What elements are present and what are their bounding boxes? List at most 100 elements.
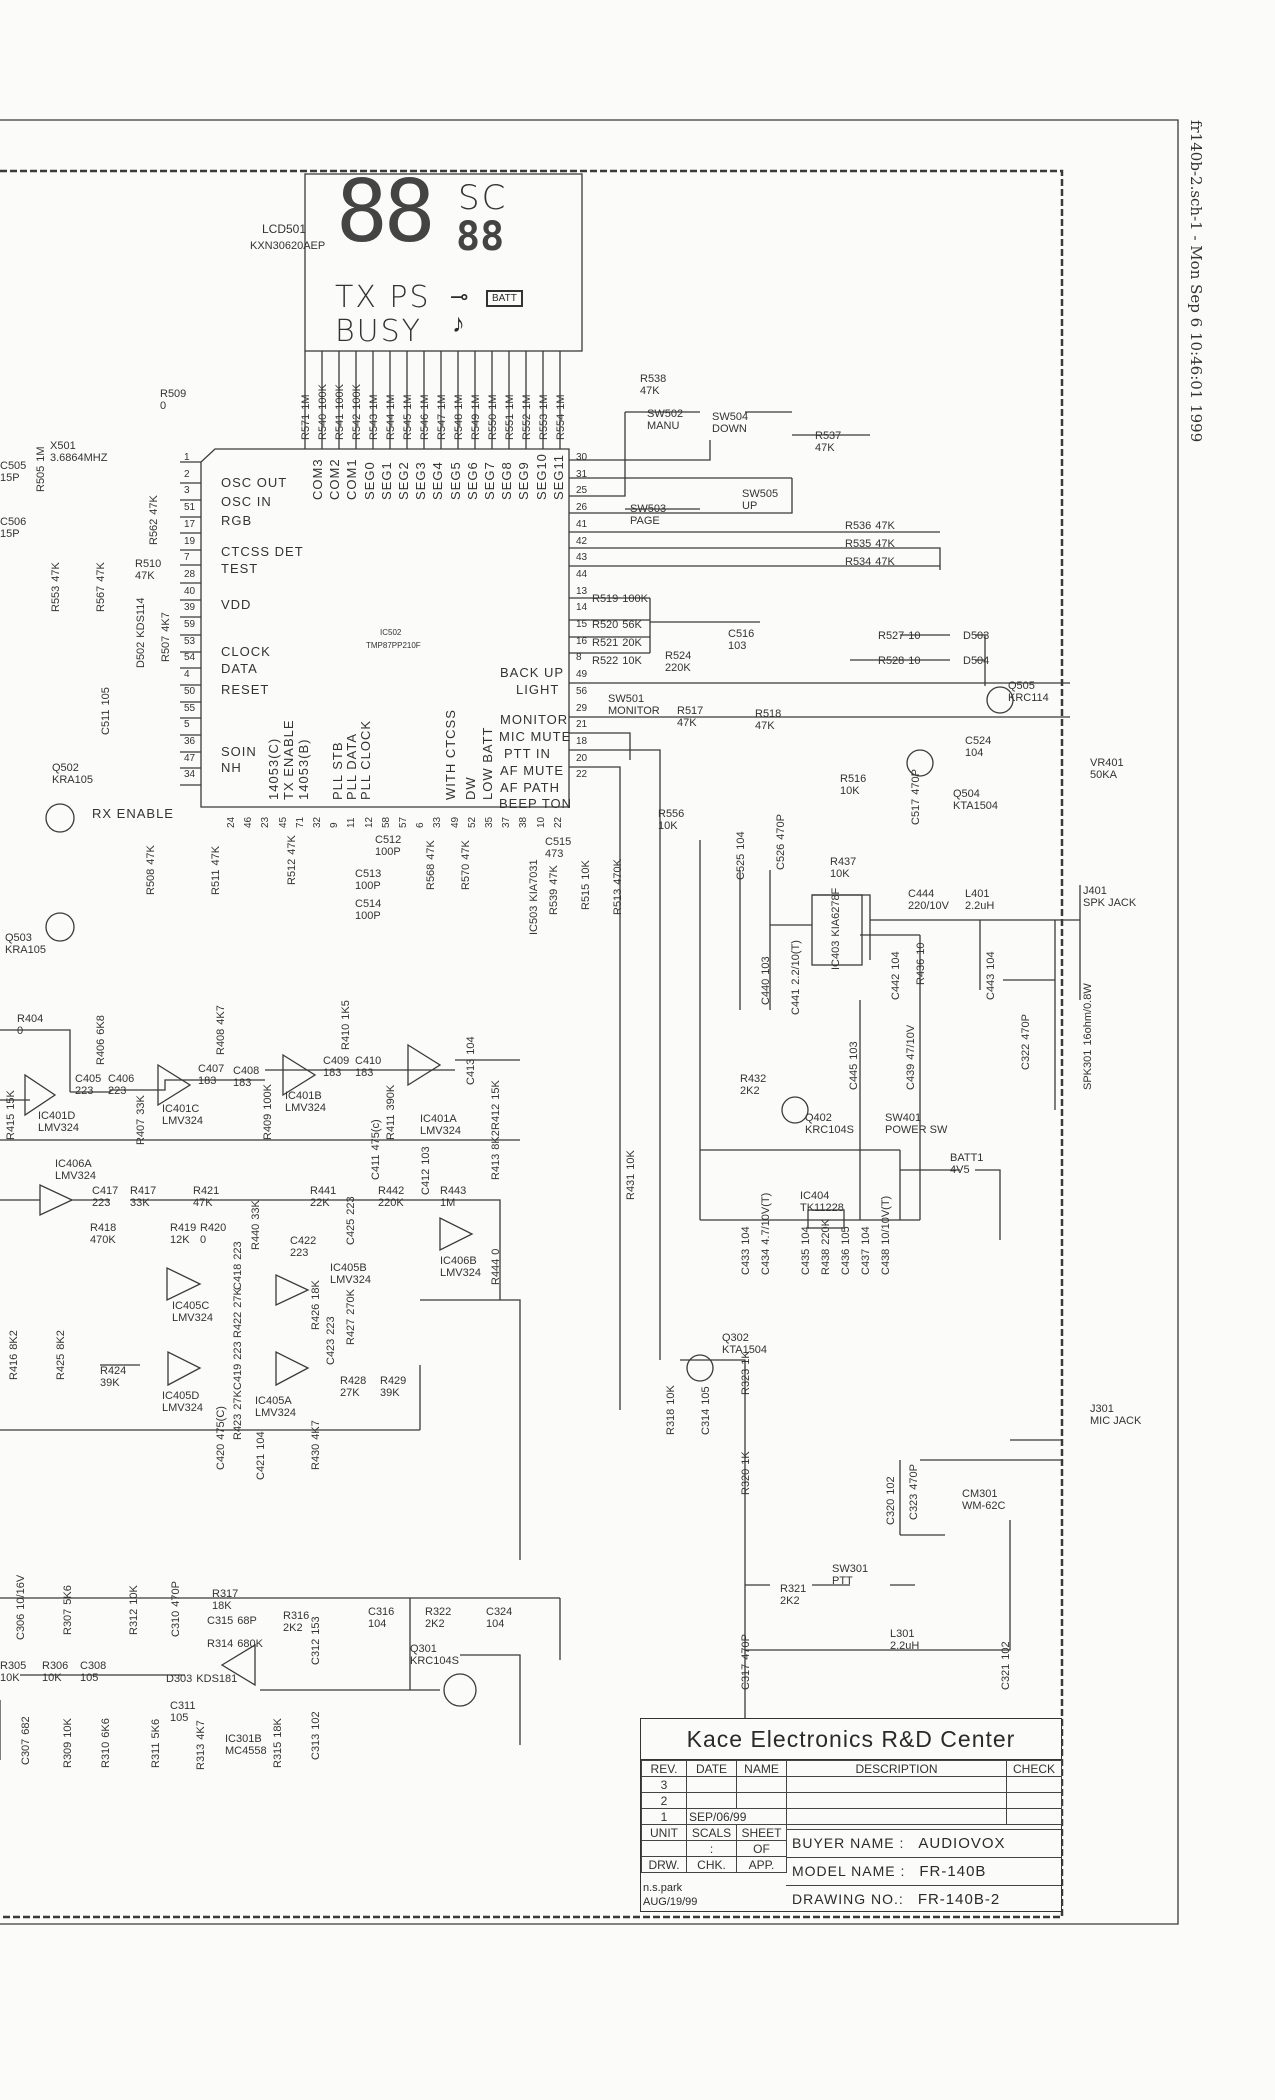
revision-row: 2: [641, 1792, 1062, 1809]
component-value: 27K: [340, 1387, 360, 1399]
component-value: 104: [740, 1226, 752, 1245]
component-value: 10K: [840, 785, 860, 797]
component-value: 20K: [622, 637, 642, 649]
component-label: R50847K: [145, 845, 157, 895]
component-ref: C310: [170, 1610, 182, 1637]
component-value: 100K: [317, 384, 329, 410]
component-value: 105: [100, 687, 112, 706]
ic502-pin-label: LOW BATT: [480, 726, 495, 800]
component-ref: L401: [965, 888, 990, 900]
component-value: LMV324: [440, 1267, 481, 1279]
model-row: MODEL NAME :FR-140B: [786, 1857, 1061, 1885]
component-value: 1M: [521, 394, 533, 410]
component-value: 2K2: [283, 1622, 303, 1634]
component-ref: C315: [207, 1615, 234, 1627]
component-ref: IC406B: [440, 1255, 477, 1267]
component-ref: R513: [612, 888, 624, 915]
component-value: 100K: [622, 593, 648, 605]
component-label: R3134K7: [195, 1720, 207, 1770]
component-ref: C515: [545, 836, 572, 848]
component-value: 470P: [775, 814, 787, 840]
component-ref: R509: [160, 388, 187, 400]
component-value: KRA105: [5, 944, 46, 956]
component-value: 10K: [625, 1150, 637, 1170]
component-ref: C413: [465, 1058, 477, 1085]
ic502-pin-number: 28: [184, 568, 196, 580]
component-value: LMV324: [420, 1125, 461, 1137]
component-value: 1M: [436, 394, 448, 410]
component-ref: C511: [100, 709, 112, 735]
ic403-body: [811, 894, 863, 966]
component-label: C313102: [310, 1711, 322, 1760]
component-value: 8K2: [8, 1330, 20, 1350]
component-value: 18K: [212, 1600, 232, 1612]
component-label: R3201K: [740, 1451, 752, 1495]
component-ref: D503: [963, 630, 990, 642]
ic502-pin-number: 36: [184, 735, 196, 747]
component-label: C4412.2/10(T): [790, 940, 802, 1015]
component-label: R41515K: [5, 1090, 17, 1140]
component-ref: R423: [232, 1413, 244, 1440]
component-ref: R535: [845, 538, 872, 550]
component-ref: C316: [368, 1606, 395, 1618]
component-ref: R312: [128, 1608, 140, 1635]
component-ref: IC405D: [162, 1390, 200, 1402]
component-ref: C439: [905, 1063, 917, 1090]
component-value: 100P: [355, 910, 381, 922]
component-label: R42618K: [310, 1280, 322, 1330]
component-ref: R315: [272, 1741, 284, 1768]
component-ref: R415: [5, 1113, 17, 1140]
component-label: C435104: [800, 1226, 812, 1275]
component-ref: C311: [170, 1700, 196, 1712]
component-ref: R512: [286, 858, 298, 885]
component-ref: R321: [780, 1583, 807, 1595]
component-ref: R541: [334, 413, 346, 440]
rev-number: 1: [641, 1808, 687, 1825]
component-value: 47K: [755, 720, 775, 732]
component-value: 470P: [908, 1464, 920, 1490]
component-value: 2K2: [740, 1085, 760, 1097]
component-value: 4K7: [215, 1005, 227, 1025]
component-label: C511 105: [100, 687, 112, 735]
component-ref: R318: [665, 1408, 677, 1435]
component-value: 47K: [210, 845, 222, 866]
component-label: C310470P: [170, 1581, 182, 1637]
ic502-pin-label: BACK UP: [500, 665, 565, 680]
component-value: 47/10V: [905, 1024, 917, 1060]
component-value: 0: [490, 1248, 502, 1255]
component-value: 223: [75, 1085, 94, 1097]
ic502-pin-number: 49: [449, 816, 461, 828]
component-label: C323470P: [908, 1464, 920, 1520]
component-ref: IC403: [830, 940, 842, 970]
component-value: 15K: [490, 1080, 502, 1100]
component-value: 47K: [425, 840, 437, 860]
ic502-pin-number: 1: [184, 452, 190, 463]
component-label: C418223: [232, 1241, 244, 1290]
lcd-resistor-label: R5491M: [470, 394, 482, 440]
component-ref: R505: [35, 465, 47, 492]
ic502-pin-number: 55: [184, 702, 196, 714]
ic502-pin-label: MONITOR: [500, 712, 569, 727]
component-ref: C443: [985, 973, 997, 1000]
component-ref: R407: [135, 1118, 147, 1145]
ic502-pin-number: 42: [576, 535, 588, 547]
component-ref: R551: [504, 413, 516, 440]
component-ref: R568: [425, 863, 437, 890]
component-value: 223: [92, 1197, 111, 1209]
drawn-by-name: n.s.park: [643, 1882, 683, 1894]
component-label: D502KDS114: [135, 598, 147, 668]
